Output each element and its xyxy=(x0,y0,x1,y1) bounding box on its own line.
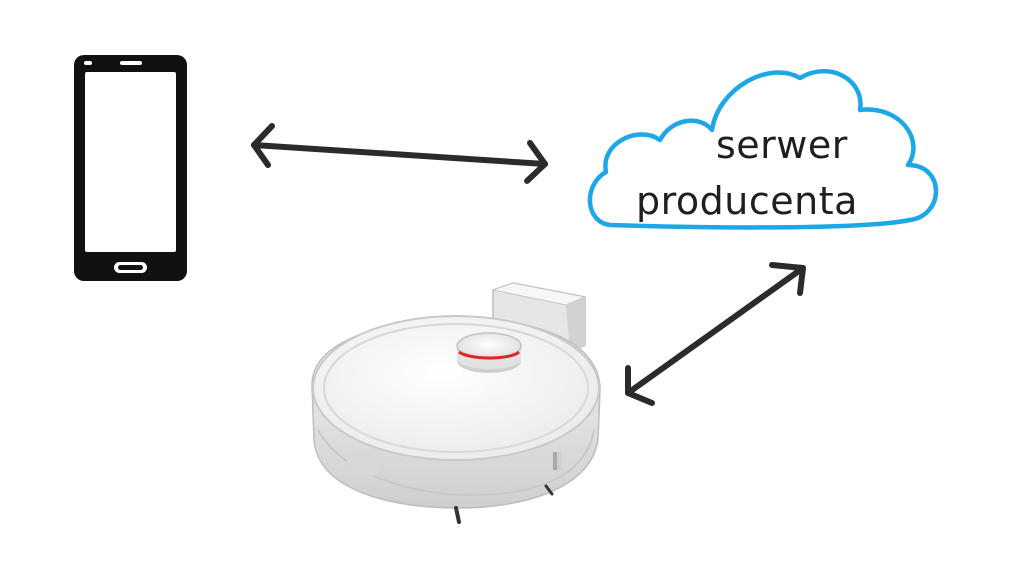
smartphone-icon xyxy=(74,55,187,281)
double-arrow-phone-cloud xyxy=(251,123,548,184)
cloud-label-line2: producenta xyxy=(636,179,858,223)
cloud-shape xyxy=(587,68,939,230)
double-arrow-cloud-robot xyxy=(625,262,806,406)
robot-vacuum-icon xyxy=(311,282,601,524)
cloud-label-line1: serwer xyxy=(716,123,848,167)
